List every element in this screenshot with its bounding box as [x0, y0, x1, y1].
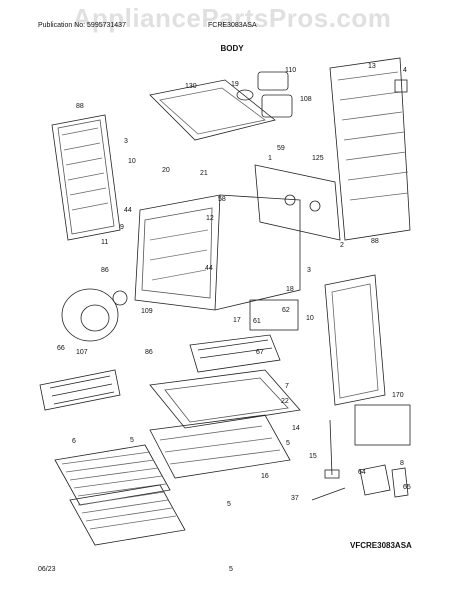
- callout: 88: [371, 238, 379, 245]
- callout: 22: [281, 398, 289, 405]
- callout: 4: [403, 67, 407, 74]
- model-code: FCRE3083ASA: [208, 22, 257, 29]
- callout: 44: [124, 207, 132, 214]
- callout: 11: [101, 239, 108, 246]
- callout: 88: [76, 103, 84, 110]
- control-panel: [254, 164, 341, 241]
- callout: 130: [185, 83, 197, 90]
- callout: 62: [282, 307, 290, 314]
- callout: 7: [285, 383, 289, 390]
- drawer: [149, 414, 291, 479]
- callout: 21: [200, 170, 208, 177]
- callout: 125: [312, 155, 324, 162]
- callout: 86: [145, 349, 153, 356]
- bake-element: [39, 369, 121, 411]
- convection-fan: [61, 288, 119, 342]
- callout: 8: [400, 460, 404, 467]
- hinge-parts: [249, 299, 299, 331]
- callout: 86: [101, 267, 109, 274]
- callout: 110: [285, 67, 296, 74]
- callout: 12: [206, 215, 214, 222]
- oven-rack-2: [69, 484, 186, 546]
- oven-door: [324, 274, 386, 406]
- callout: 109: [141, 308, 153, 315]
- callout: 44: [205, 265, 213, 272]
- plate-4: [394, 79, 408, 93]
- callout: 67: [256, 349, 264, 356]
- callout: 20: [162, 167, 170, 174]
- callout: 19: [231, 81, 239, 88]
- oven-bottom: [149, 369, 301, 429]
- watermark: AppliancePartsPros.com: [72, 3, 392, 33]
- back-panel: [329, 57, 411, 241]
- callout: 59: [277, 145, 285, 152]
- callout: 14: [292, 425, 300, 432]
- callout: 66: [57, 345, 65, 352]
- callout: 2: [340, 242, 344, 249]
- bracket-parts: [359, 464, 409, 498]
- callout: 18: [286, 286, 294, 293]
- callout: 5: [130, 437, 134, 444]
- callout: 3: [307, 267, 311, 274]
- callout: 13: [368, 63, 376, 70]
- callout: 6: [72, 438, 76, 445]
- callout: 10: [306, 315, 314, 322]
- oven-rack-1: [54, 444, 171, 506]
- callout: 9: [120, 224, 124, 231]
- page-number: 5: [229, 566, 233, 573]
- callout: 107: [76, 349, 88, 356]
- callout: 10: [128, 158, 136, 165]
- callout: 3: [124, 138, 128, 145]
- part-37: [311, 487, 346, 501]
- fan-blade: [112, 290, 128, 306]
- callout: 17: [233, 317, 241, 324]
- callout: 58: [218, 196, 226, 203]
- callout: 15: [309, 453, 317, 460]
- callout: 16: [261, 473, 269, 480]
- parts-kit: [354, 404, 411, 446]
- callout: 61: [253, 318, 261, 325]
- callout: 108: [300, 96, 312, 103]
- callout-labels: 88 130 19 110 13 4 108 3 10 59 125 1 20 …: [57, 63, 411, 508]
- wire-harness: [329, 419, 333, 476]
- top-cover: [149, 79, 276, 141]
- fan-assembly: [257, 71, 289, 91]
- callout: 5: [227, 501, 231, 508]
- publication-number: Publication No: 5995731437: [38, 22, 126, 29]
- broil-element: [189, 334, 281, 373]
- callout: 65: [403, 484, 411, 491]
- callout: 37: [291, 495, 299, 502]
- diagram-model-label: VFCRE3083ASA: [350, 541, 412, 550]
- side-panel-left: [51, 114, 121, 241]
- callout: 1: [268, 155, 272, 162]
- callout: 5: [286, 440, 290, 447]
- callout: 64: [358, 469, 366, 476]
- footer-date: 06/23: [38, 566, 56, 573]
- callout: 170: [392, 392, 404, 399]
- diagram-title: BODY: [220, 44, 244, 53]
